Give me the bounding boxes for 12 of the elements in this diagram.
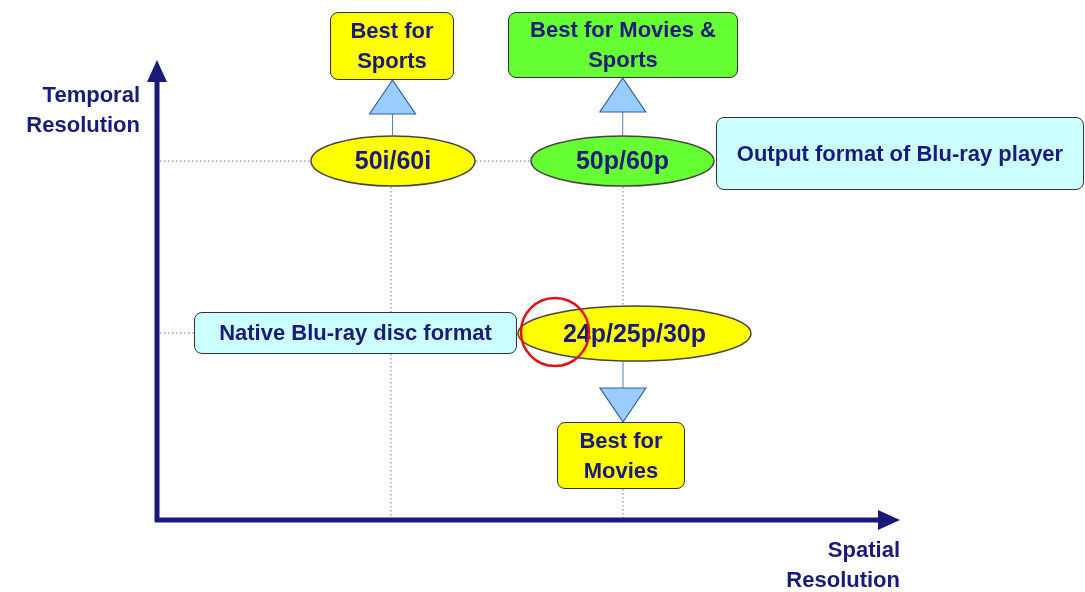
ellipse-node: 50i/60i bbox=[310, 135, 476, 187]
triangle-arrow bbox=[599, 361, 647, 423]
ellipse-node: 50p/60p bbox=[530, 135, 715, 187]
axis-label: Temporal Resolution bbox=[25, 81, 140, 139]
callout-box: Output format of Blu-ray player bbox=[716, 117, 1084, 190]
callout-box: Native Blu-ray disc format bbox=[194, 312, 517, 354]
result-box: Best for Movies bbox=[557, 422, 685, 489]
result-box: Best for Movies & Sports bbox=[508, 12, 738, 78]
triangle-arrow bbox=[599, 77, 647, 136]
triangle-arrow bbox=[368, 79, 417, 136]
axis-label: Spatial Resolution bbox=[785, 536, 900, 592]
result-box: Best for Sports bbox=[330, 12, 454, 80]
